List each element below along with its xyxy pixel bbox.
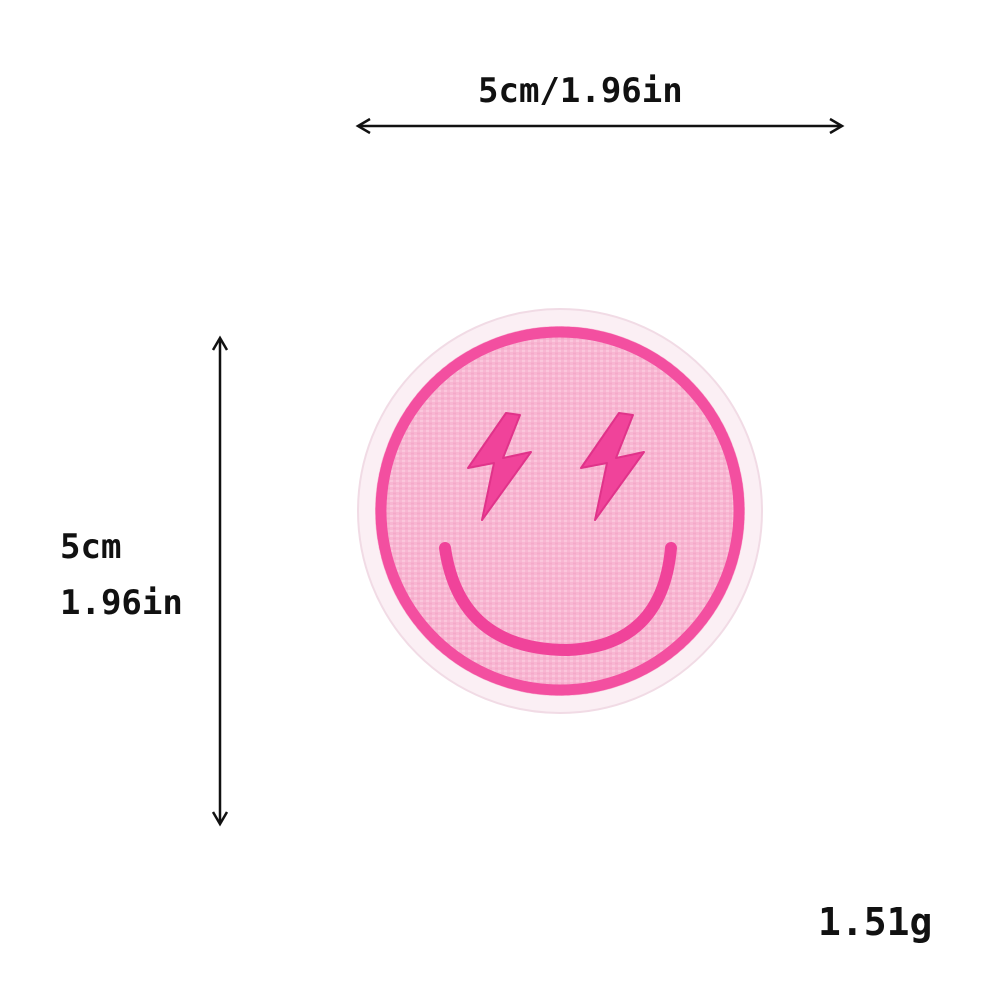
height-label-in: 1.96in — [60, 583, 183, 623]
width-arrow-icon — [355, 117, 845, 135]
patch-border — [375, 326, 745, 696]
smile-mouth — [439, 542, 677, 657]
height-label-cm: 5cm — [60, 527, 122, 567]
height-arrow-icon — [211, 335, 229, 827]
width-label: 5cm/1.96in — [478, 71, 683, 111]
lightning-bolt-icon — [580, 412, 645, 521]
lightning-bolt-icon — [467, 412, 532, 521]
weight-label: 1.51g — [818, 900, 933, 944]
